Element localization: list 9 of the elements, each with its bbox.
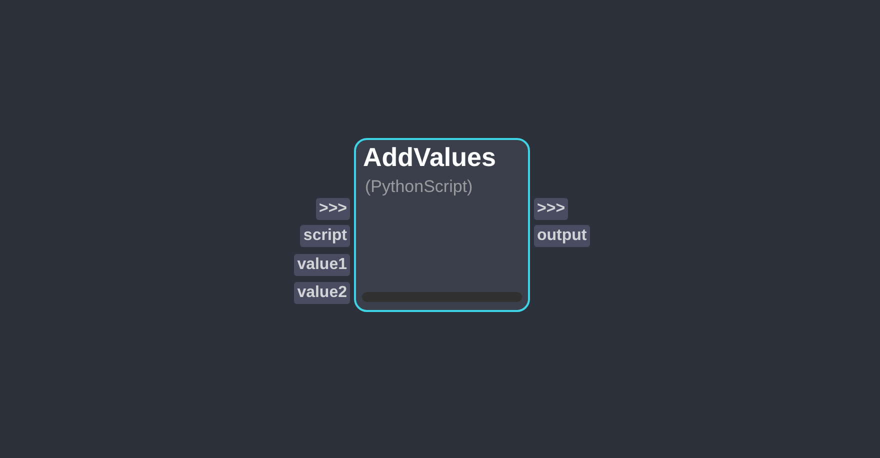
output-port: >>>	[534, 198, 568, 220]
output-port: output	[534, 225, 590, 247]
node-title: AddValues	[363, 141, 496, 173]
node-subtitle: (PythonScript)	[365, 176, 473, 198]
node-box	[354, 138, 530, 312]
input-port: >>>	[316, 198, 350, 220]
input-port: value2	[294, 282, 350, 304]
input-port: script	[300, 225, 350, 247]
input-port: value1	[294, 254, 350, 276]
